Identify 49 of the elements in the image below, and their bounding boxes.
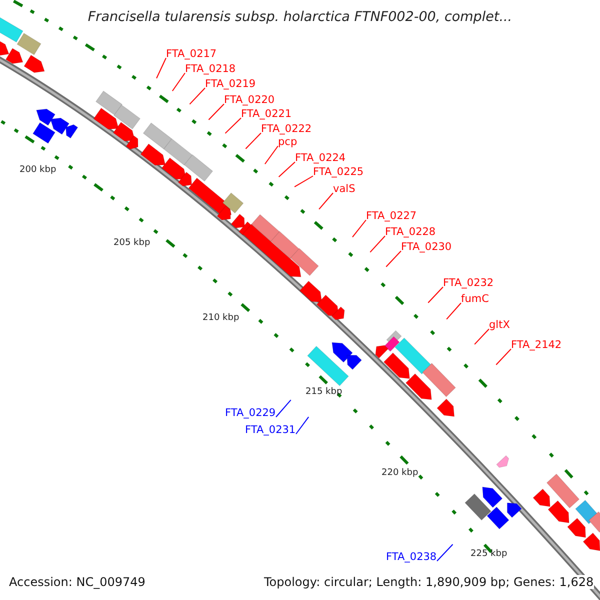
gene-label: FTA_0231	[245, 423, 296, 437]
scale-label: 200 kbp	[20, 164, 56, 177]
scale-label: 215 kbp	[306, 386, 342, 399]
gene-label: FTA_0238	[386, 550, 437, 564]
gene-label: FTA_0225	[313, 165, 364, 179]
leader-line	[264, 146, 278, 164]
leader-line	[294, 176, 314, 188]
genome-stats-text: Topology: circular; Length: 1,890,909 bp; Genes: 1,628	[264, 575, 594, 589]
gene-label: FTA_0222	[261, 122, 312, 136]
leader-line	[318, 192, 334, 210]
scale-label: 220 kbp	[382, 467, 418, 480]
gene-label: FTA_0217	[166, 47, 217, 61]
leader-line	[189, 88, 206, 105]
gene-label: FTA_0228	[385, 225, 436, 239]
leader-line	[446, 302, 462, 320]
gene-label: fumC	[461, 292, 489, 306]
gene-label: FTA_0218	[185, 62, 236, 76]
leader-line	[172, 72, 186, 92]
leader-line	[208, 104, 224, 120]
gene-label: FTA_0229	[225, 406, 276, 420]
gene-label: FTA_0230	[401, 240, 452, 254]
gene-label: valS	[333, 182, 356, 196]
leader-line	[436, 544, 454, 562]
gene-label: pcp	[278, 135, 298, 149]
gene-label: FTA_0220	[224, 93, 275, 107]
leader-line	[496, 348, 512, 366]
gene-label: FTA_0219	[205, 77, 256, 91]
scale-label: 210 kbp	[202, 312, 240, 325]
leader-line	[352, 220, 366, 238]
leader-line	[428, 286, 444, 304]
leader-line	[276, 399, 292, 418]
gene-label: FTA_0227	[366, 209, 417, 223]
gene-label: FTA_0232	[443, 276, 494, 290]
leader-line	[245, 132, 262, 150]
map-title: Francisella tularensis subsp. holarctica FTNF002-00, complet...	[86, 10, 514, 24]
leader-line	[156, 58, 166, 79]
leader-line	[296, 416, 310, 434]
gene-label: FTA_0224	[295, 151, 346, 165]
accession-text: Accession: NC_009749	[9, 575, 146, 589]
scale-label: 205 kbp	[114, 237, 150, 250]
gene-label: FTA_2142	[511, 338, 562, 352]
gene-label: FTA_0221	[241, 107, 292, 121]
leader-line	[370, 236, 386, 253]
leader-line	[386, 250, 402, 268]
leader-line	[278, 162, 296, 178]
leader-line	[224, 118, 242, 134]
gene-label: gltX	[489, 318, 510, 332]
scale-label: 225 kbp	[470, 548, 508, 561]
leader-line	[474, 328, 490, 345]
